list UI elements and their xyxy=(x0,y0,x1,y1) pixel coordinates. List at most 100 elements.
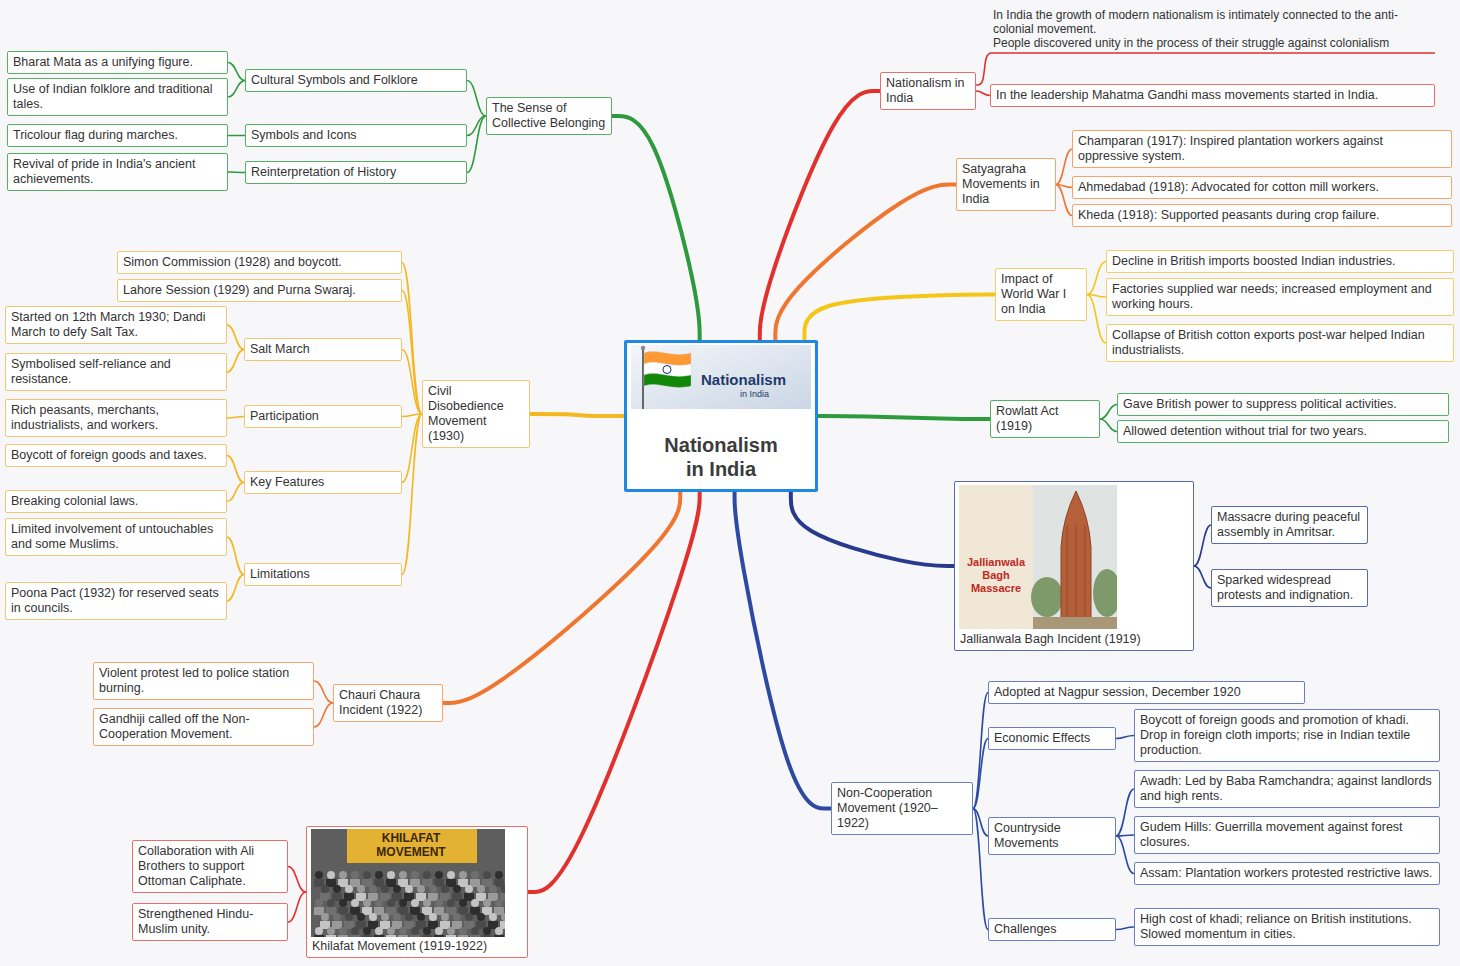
connector xyxy=(467,81,486,117)
leaf-box: Violent protest led to police station bu… xyxy=(93,662,314,700)
note-text: People discovered unity in the process o… xyxy=(993,36,1433,50)
subtopic-box: Challenges xyxy=(988,918,1116,941)
connector xyxy=(973,809,988,930)
node-text: Salt March xyxy=(250,342,396,357)
branch-box: Civil Disobedience Movement (1930) xyxy=(422,380,530,448)
leaf-box: Allowed detention without trial for two … xyxy=(1117,420,1449,443)
node-text: Non-Cooperation Movement (1920–1922) xyxy=(837,786,967,831)
node-text: Massacre during peaceful assembly in Amr… xyxy=(1217,510,1362,540)
node-text: Key Features xyxy=(250,475,396,490)
leaf-box: Massacre during peaceful assembly in Amr… xyxy=(1211,506,1368,544)
leaf-box: Boycott of foreign goods and taxes. xyxy=(5,444,227,467)
connector xyxy=(227,483,244,502)
branch-connector xyxy=(791,492,954,566)
connector xyxy=(1056,185,1072,216)
subtopic-box: Economic Effects xyxy=(988,727,1116,750)
node-text: Simon Commission (1928) and boycott. xyxy=(123,255,396,270)
leaf-box: In the leadership Mahatma Gandhi mass mo… xyxy=(990,84,1435,107)
branch-connector xyxy=(735,492,831,809)
node-text: In the leadership Mahatma Gandhi mass mo… xyxy=(996,88,1429,103)
leaf-box: Simon Commission (1928) and boycott. xyxy=(117,251,402,274)
subtopic-box: Symbols and Icons xyxy=(245,124,467,147)
node-text: High cost of khadi; reliance on British … xyxy=(1140,912,1434,942)
connector xyxy=(402,263,422,415)
node-text: Economic Effects xyxy=(994,731,1110,746)
leaf-box: Poona Pact (1932) for reserved seats in … xyxy=(5,582,227,620)
image-card: Khilafat Movement (1919-1922)KHILAFAT MO… xyxy=(306,826,528,958)
image-text: Jallianwala Bagh Massacre xyxy=(963,556,1029,595)
node-text: Collapse of British cotton exports post-… xyxy=(1112,328,1448,358)
node-text: Adopted at Nagpur session, December 1920 xyxy=(994,685,1299,700)
leaf-box: Symbolised self-reliance and resistance. xyxy=(5,353,227,391)
branch-connector xyxy=(530,414,624,416)
node-text: Violent protest led to police station bu… xyxy=(99,666,308,696)
connector xyxy=(976,91,990,96)
subtopic-box: Cultural Symbols and Folklore xyxy=(245,69,467,92)
leaf-box: Use of Indian folklore and traditional t… xyxy=(7,78,228,116)
leaf-box: Tricolour flag during marches. xyxy=(7,124,228,147)
branch-box: Non-Cooperation Movement (1920–1922) xyxy=(831,782,973,835)
image-card: Jallianwala Bagh Incident (1919)Jallianw… xyxy=(954,481,1194,651)
node-text: Ahmedabad (1918): Advocated for cotton m… xyxy=(1078,180,1446,195)
node-text: Collaboration with Ali Brothers to suppo… xyxy=(138,844,282,889)
node-text: Nationalism in India xyxy=(886,76,970,106)
leaf-box: Breaking colonial laws. xyxy=(5,490,227,513)
branch-connector xyxy=(528,492,700,892)
connector xyxy=(228,171,245,173)
connector xyxy=(228,135,245,137)
node-text: Awadh: Led by Baba Ramchandra; against l… xyxy=(1140,774,1434,804)
node-text: Chauri Chaura Incident (1922) xyxy=(339,688,437,718)
node-text: Tricolour flag during marches. xyxy=(13,128,222,143)
connector xyxy=(1116,836,1134,874)
branch-box: Impact of World War I on India xyxy=(995,268,1087,321)
subtopic-box: Salt March xyxy=(244,338,402,361)
connector xyxy=(1087,295,1106,344)
node-text: Participation xyxy=(250,409,396,424)
node-text: Limited involvement of untouchables and … xyxy=(11,522,221,552)
connector xyxy=(227,456,244,483)
connector xyxy=(973,739,988,809)
connector xyxy=(1116,789,1134,836)
leaf-box: Revival of pride in India's ancient achi… xyxy=(7,153,228,191)
node-text: Started on 12th March 1930; Dandi March … xyxy=(11,310,221,340)
leaf-box: Assam: Plantation workers protested rest… xyxy=(1134,862,1440,885)
subtopic-box: Reinterpretation of History xyxy=(245,161,467,184)
node-text: Gandhiji called off the Non-Cooperation … xyxy=(99,712,308,742)
connector xyxy=(1194,525,1211,566)
node-text: Breaking colonial laws. xyxy=(11,494,221,509)
node-text: Symbolised self-reliance and resistance. xyxy=(11,357,221,387)
leaf-box: Gudem Hills: Guerrilla movement against … xyxy=(1134,816,1440,854)
leaf-box: Limited involvement of untouchables and … xyxy=(5,518,227,556)
connector xyxy=(1116,736,1134,739)
node-text: Impact of World War I on India xyxy=(1001,272,1081,317)
leaf-box: Strengthened Hindu-Muslim unity. xyxy=(132,903,288,941)
branch-box: Chauri Chaura Incident (1922) xyxy=(333,684,443,722)
node-text: Champaran (1917): Inspired plantation wo… xyxy=(1078,134,1446,164)
subtopic-box: Key Features xyxy=(244,471,402,494)
node-text: Countryside Movements xyxy=(994,821,1110,851)
node-text: Gudem Hills: Guerrilla movement against … xyxy=(1140,820,1434,850)
connector xyxy=(467,116,486,173)
leaf-box: Collaboration with Ali Brothers to suppo… xyxy=(132,840,288,893)
connector xyxy=(227,537,244,575)
node-text: Allowed detention without trial for two … xyxy=(1123,424,1443,439)
connector xyxy=(1116,927,1134,930)
node-text: Nationalism in India xyxy=(656,433,786,481)
node-text: Khilafat Movement (1919-1922) xyxy=(312,939,522,954)
node-text: Assam: Plantation workers protested rest… xyxy=(1140,866,1434,881)
connector xyxy=(973,693,988,809)
note-text: In India the growth of modern nationalis… xyxy=(993,8,1433,36)
leaf-box: Collapse of British cotton exports post-… xyxy=(1106,324,1454,362)
node-text: Reinterpretation of History xyxy=(251,165,461,180)
branch-box: Rowlatt Act (1919) xyxy=(990,400,1100,438)
leaf-box: Kheda (1918): Supported peasants during … xyxy=(1072,204,1452,227)
leaf-box: Boycott of foreign goods and promotion o… xyxy=(1134,709,1440,762)
branch-connector xyxy=(443,492,680,703)
subtopic-box: Countryside Movements xyxy=(988,817,1116,855)
leaf-box: Rich peasants, merchants, industrialists… xyxy=(5,399,227,437)
node-text: Decline in British imports boosted India… xyxy=(1112,254,1448,269)
note-underline xyxy=(976,53,1435,85)
connector xyxy=(288,892,306,922)
connector xyxy=(227,350,244,373)
leaf-box: Factories supplied war needs; increased … xyxy=(1106,278,1454,316)
